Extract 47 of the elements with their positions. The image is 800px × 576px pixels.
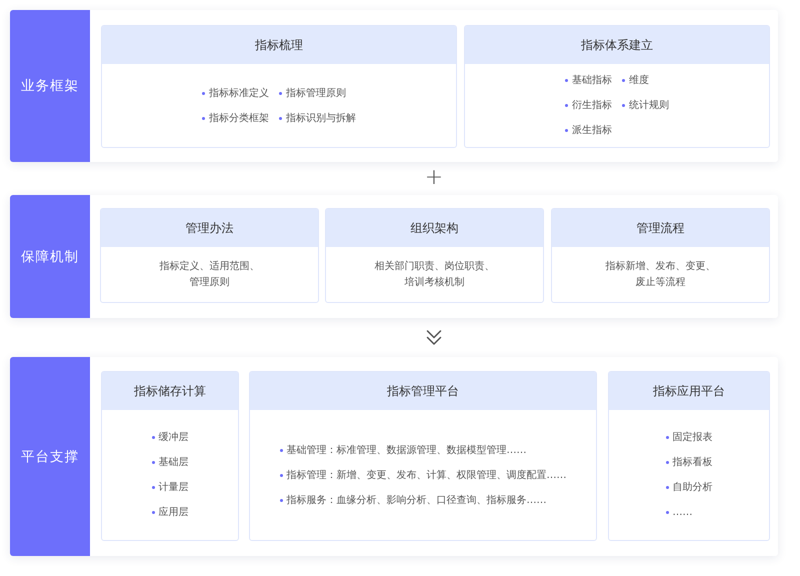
card-header: 管理办法 (101, 209, 318, 247)
list-item-text: 维度 (629, 74, 649, 88)
section-header: 保障机制 (10, 195, 90, 318)
card-header: 组织架构 (326, 209, 543, 247)
list-item-text: 计量层 (158, 480, 188, 495)
info-card (100, 208, 319, 303)
plus-sign: + (424, 167, 444, 189)
section-panel (10, 195, 778, 318)
card-header: 指标管理平台 (250, 372, 596, 410)
info-card (551, 208, 770, 303)
list-item-text: 基础管理：标准管理、数据源管理、数据模型管理…… (286, 444, 526, 458)
list-item-text: 应用层 (158, 506, 188, 520)
list-item-text: 指标管理：新增、变更、发布、计算、权限管理、调度配置…… (286, 468, 566, 482)
list-item-text: 基础层 (158, 456, 188, 470)
list-item-text: 缓冲层 (158, 430, 188, 445)
list-item-text: 衍生指标 (572, 98, 612, 113)
chevron-arrow (426, 330, 442, 345)
list-item-text: …… (672, 506, 692, 520)
description-text: 相关部门职责、岗位职责、培训考核机制 (374, 260, 496, 290)
list-item-text: 指标看板 (672, 456, 712, 470)
list-item-text: 指标分类框架 (209, 112, 269, 126)
card-header: 管理流程 (552, 209, 769, 247)
section-header: 平台支撑 (10, 357, 90, 556)
list-item-text: 指标服务：血缘分析、影响分析、口径查询、指标服务…… (286, 494, 546, 508)
section-panel (10, 10, 778, 162)
info-card (608, 371, 770, 541)
list-item-text: 指标标准定义 (209, 86, 269, 100)
info-card (101, 371, 239, 541)
list-item-text: 自助分析 (672, 480, 712, 495)
list-item-text: 派生指标 (572, 124, 612, 138)
info-card (325, 208, 544, 303)
card-header: 指标体系建立 (465, 26, 769, 64)
list-item-text: 基础指标 (572, 74, 612, 88)
list-item-text: 统计规则 (629, 98, 669, 113)
section-panel (10, 357, 778, 556)
card-header: 指标应用平台 (609, 372, 769, 410)
info-card (101, 25, 457, 148)
list-item-text: 固定报表 (672, 430, 712, 445)
list-item-text: 指标管理原则 (286, 86, 346, 100)
card-header: 指标储存计算 (102, 372, 238, 410)
section-header: 业务框架 (10, 10, 90, 162)
info-card (249, 371, 597, 541)
info-card (464, 25, 770, 148)
card-header: 指标梳理 (102, 26, 456, 64)
list-item-text: 指标识别与拆解 (286, 112, 356, 126)
description-text: 指标新增、发布、变更、废止等流程 (604, 260, 716, 290)
description-text: 指标定义、适用范围、管理原则 (158, 260, 260, 290)
